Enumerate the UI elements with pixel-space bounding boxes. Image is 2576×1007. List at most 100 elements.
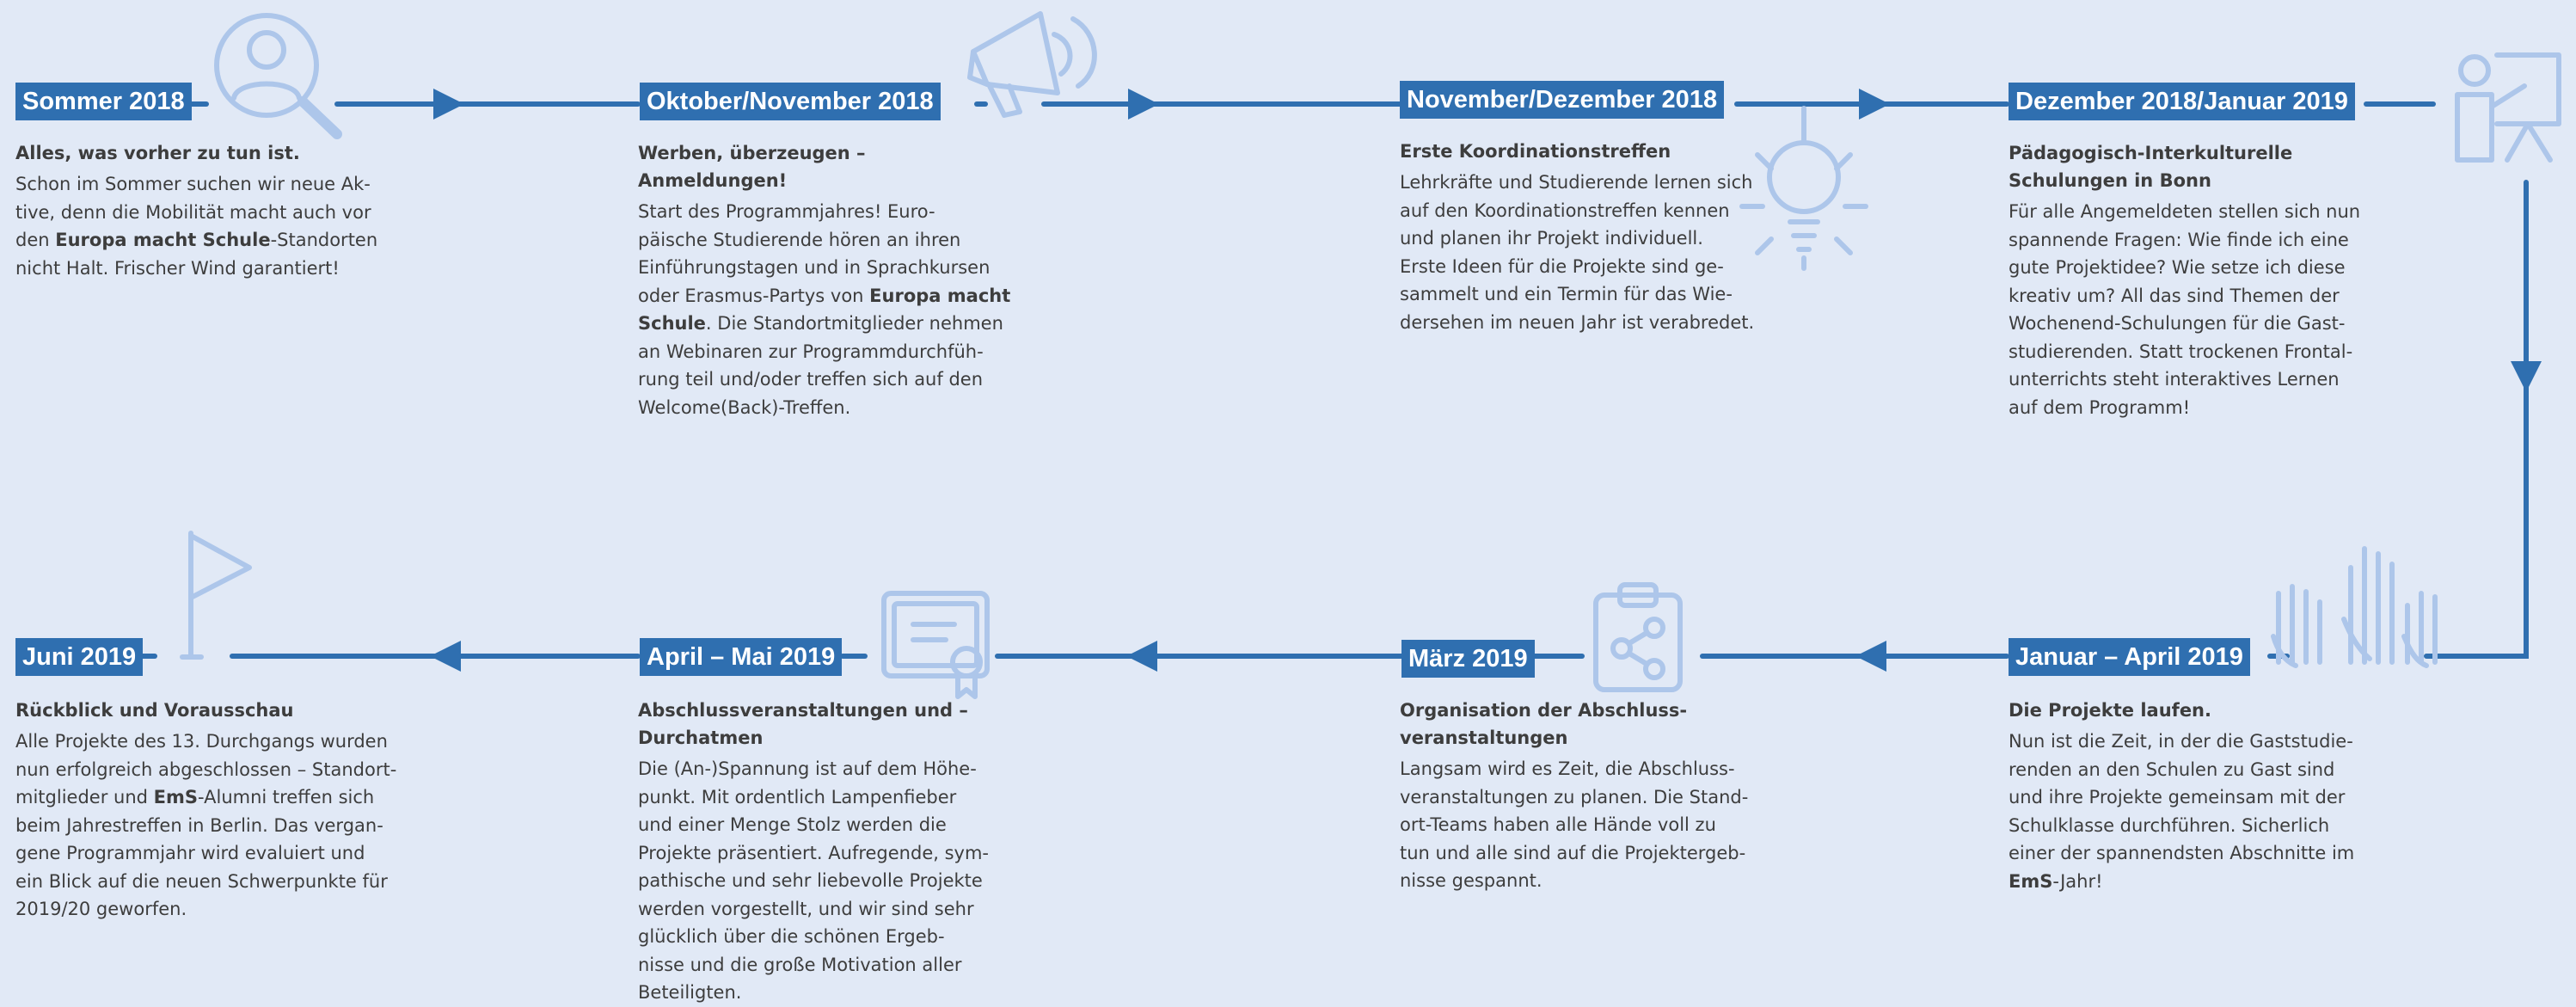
entry-title: Werben, überzeugen – Anmeldungen! <box>638 143 866 191</box>
body-text: an Webinaren zur Programmdurchfüh- <box>638 341 984 362</box>
body-text: den <box>15 230 56 250</box>
entry-title: Erste Koordinationstreffen <box>1400 141 1671 162</box>
body-text: spannende Fragen: Wie finde ich eine <box>2009 229 2349 250</box>
entry-body: Nun ist die Zeit, in der die Gaststudie-… <box>2009 728 2387 895</box>
body-text: Start des Programmjahres! Euro- <box>638 201 935 222</box>
body-text: gute Projektidee? Wie setze ich diese <box>2009 257 2346 278</box>
body-text: nisse und die große Motivation aller <box>638 954 962 975</box>
arrow-right-icon <box>433 89 464 120</box>
date-label-november-dezember-2018: November/Dezember 2018 <box>1400 81 1725 119</box>
body-text: mitglieder und <box>15 787 154 807</box>
body-text: tive, denn die Mobilität macht auch vor <box>15 201 371 223</box>
bold-text: Europa macht Schule <box>55 230 271 250</box>
body-text: -Alumni treffen sich <box>198 787 375 807</box>
body-text: kreativ um? All das sind Themen der <box>2009 285 2340 306</box>
date-label-januar-april-2019: Januar – April 2019 <box>2009 638 2250 676</box>
body-text: Erste Ideen für die Projekte sind ge- <box>1400 255 1724 277</box>
entry-title-line: Abschlussveranstaltungen und – <box>638 700 968 721</box>
date-label-dezember-2018-januar-2019: Dezember 2018/Januar 2019 <box>2009 83 2355 120</box>
body-text: Alle Projekte des 13. Durchgangs wurden <box>15 731 388 752</box>
body-text: dersehen im neuen Jahr ist verabredet. <box>1400 311 1755 333</box>
date-label-sommer-2018: Sommer 2018 <box>15 83 192 120</box>
body-text: Beteiligten. <box>638 982 742 1003</box>
entry-title: Pädagogisch-Interkulturelle Schulungen i… <box>2009 139 2387 194</box>
body-text: sammelt und ein Termin für das Wie- <box>1400 284 1733 304</box>
entry-title-line: Durchatmen <box>638 728 764 748</box>
body-text: beim Jahrestreffen in Berlin. Das vergan… <box>15 814 383 836</box>
body-text: rung teil und/oder treffen sich auf den <box>638 369 983 390</box>
milestone-entry-sommer-2018: Alles, was vorher zu tun ist. Schon im S… <box>15 139 394 282</box>
body-text: auf den Koordinationstreffen kennen <box>1400 200 1730 221</box>
bold-text: EmS <box>153 787 198 807</box>
body-text: einer der spannendsten Abschnitte im <box>2009 843 2355 863</box>
entry-body: Für alle Angemeldeten stellen sich nun sp… <box>2009 198 2387 421</box>
body-text: ein Blick auf die neuen Schwerpunkte für <box>15 870 388 892</box>
entry-body: Start des Programmjahres! Euro-päische S… <box>638 198 1016 421</box>
entry-title: Rückblick und Vorausschau <box>15 700 294 721</box>
entry-body: Langsam wird es Zeit, die Abschluss-vera… <box>1400 755 1778 895</box>
body-text: Wochenend-Schulungen für die Gast- <box>2009 313 2346 334</box>
timeline-segment <box>2424 180 2529 659</box>
entry-body: Die (An-)Spannung ist auf dem Höhe-punkt… <box>638 755 1016 1007</box>
body-text: auf dem Programm! <box>2009 396 2191 418</box>
body-text: und ihre Projekte gemeinsam mit der <box>2009 787 2346 807</box>
entry-body: Alle Projekte des 13. Durchgangs wurden n… <box>15 728 411 924</box>
body-text: tun und alle sind auf die Projektergeb- <box>1400 842 1746 863</box>
milestone-entry-januar-april-2019: Die Projekte laufen. Nun ist die Zeit, i… <box>2009 697 2387 895</box>
milestone-entry-maerz-2019: Organisation der Abschluss- veranstaltun… <box>1400 697 1778 895</box>
body-text: Nun ist die Zeit, in der die Gaststudie- <box>2009 731 2353 752</box>
arrow-left-icon <box>1855 641 1886 672</box>
body-text: gene Programmjahr wird evaluiert und <box>15 843 365 863</box>
bold-text: EmS <box>2009 870 2053 892</box>
body-text: studierenden. Statt trockenen Frontal- <box>2009 341 2353 362</box>
body-text: Lehrkräfte und Studierende lernen sich <box>1400 172 1753 193</box>
body-text: -Jahr! <box>2052 870 2103 892</box>
milestone-entry-juni-2019: Rückblick und Vorausschau Alle Projekte … <box>15 697 411 924</box>
bold-text: Schule <box>638 313 706 334</box>
entry-title-line: Pädagogisch-Interkulturelle <box>2009 143 2293 163</box>
body-text: ort-Teams haben alle Hände voll zu <box>1400 814 1716 835</box>
body-text: und einer Menge Stolz werden die <box>638 814 947 835</box>
arrow-down-icon <box>2511 361 2542 392</box>
body-text: Die (An-)Spannung ist auf dem Höhe- <box>638 758 977 779</box>
entry-title: Alles, was vorher zu tun ist. <box>15 143 300 163</box>
body-text: glücklich über die schönen Ergeb- <box>638 926 945 947</box>
date-label-april-mai-2019: April – Mai 2019 <box>640 638 843 676</box>
body-text: oder Erasmus-Partys von <box>638 285 870 306</box>
body-text: Für alle Angemeldeten stellen sich nun <box>2009 201 2361 222</box>
arrow-right-icon <box>1859 89 1890 120</box>
entry-body: Lehrkräfte und Studierende lernen sich au… <box>1400 169 1778 336</box>
body-text: und planen ihr Projekt individuell. <box>1400 228 1703 249</box>
body-text: . Die Standortmitglieder nehmen <box>705 313 1003 334</box>
body-text: veranstaltungen zu planen. Die Stand- <box>1400 786 1749 807</box>
body-text: -Standorten <box>270 230 378 250</box>
date-label-oktober-november-2018: Oktober/November 2018 <box>640 83 941 120</box>
body-text: punkt. Mit ordentlich Lampenfieber <box>638 786 957 807</box>
bold-text: Europa macht <box>869 285 1011 306</box>
arrow-left-icon <box>430 641 461 672</box>
body-text: Langsam wird es Zeit, die Abschluss- <box>1400 758 1735 779</box>
entry-body: Schon im Sommer suchen wir neue Ak-tive,… <box>15 170 394 282</box>
body-text: Projekte präsentiert. Aufregende, sym- <box>638 842 989 863</box>
body-text: pathische und sehr liebevolle Projekte <box>638 870 983 891</box>
milestone-entry-november-dezember-2018: Erste Koordinationstreffen Lehrkräfte un… <box>1400 138 1778 336</box>
entry-title: Organisation der Abschluss- veranstaltun… <box>1400 697 1778 752</box>
date-label-juni-2019: Juni 2019 <box>15 638 144 676</box>
body-text: nicht Halt. Frischer Wind garantiert! <box>15 257 340 279</box>
body-text: werden vorgestellt, und wir sind sehr <box>638 898 974 919</box>
body-text: Welcome(Back)-Treffen. <box>638 396 851 418</box>
body-text: Schulklasse durchführen. Sicherlich <box>2009 814 2330 836</box>
body-text: päische Studierende hören an ihren <box>638 229 961 250</box>
body-text: nun erfolgreich abgeschlossen – Standort… <box>15 758 397 780</box>
body-text: Einführungstagen und in Sprachkursen <box>638 257 991 278</box>
milestone-entry-dezember-2018-januar-2019: Pädagogisch-Interkulturelle Schulungen i… <box>2009 139 2387 421</box>
body-text: Schon im Sommer suchen wir neue Ak- <box>15 174 371 194</box>
entry-title-line: Organisation der Abschluss- <box>1400 700 1688 721</box>
body-text: 2019/20 geworfen. <box>15 899 187 919</box>
date-label-maerz-2019: März 2019 <box>1401 640 1535 678</box>
arrow-left-icon <box>1126 641 1157 672</box>
entry-title-line: Schulungen in Bonn <box>2009 170 2211 191</box>
milestone-entry-april-mai-2019: Abschlussveranstaltungen und – Durchatme… <box>638 697 1016 1007</box>
milestone-entry-oktober-november-2018: Werben, überzeugen – Anmeldungen! Start … <box>638 139 1016 421</box>
entry-title: Abschlussveranstaltungen und – Durchatme… <box>638 697 1016 752</box>
